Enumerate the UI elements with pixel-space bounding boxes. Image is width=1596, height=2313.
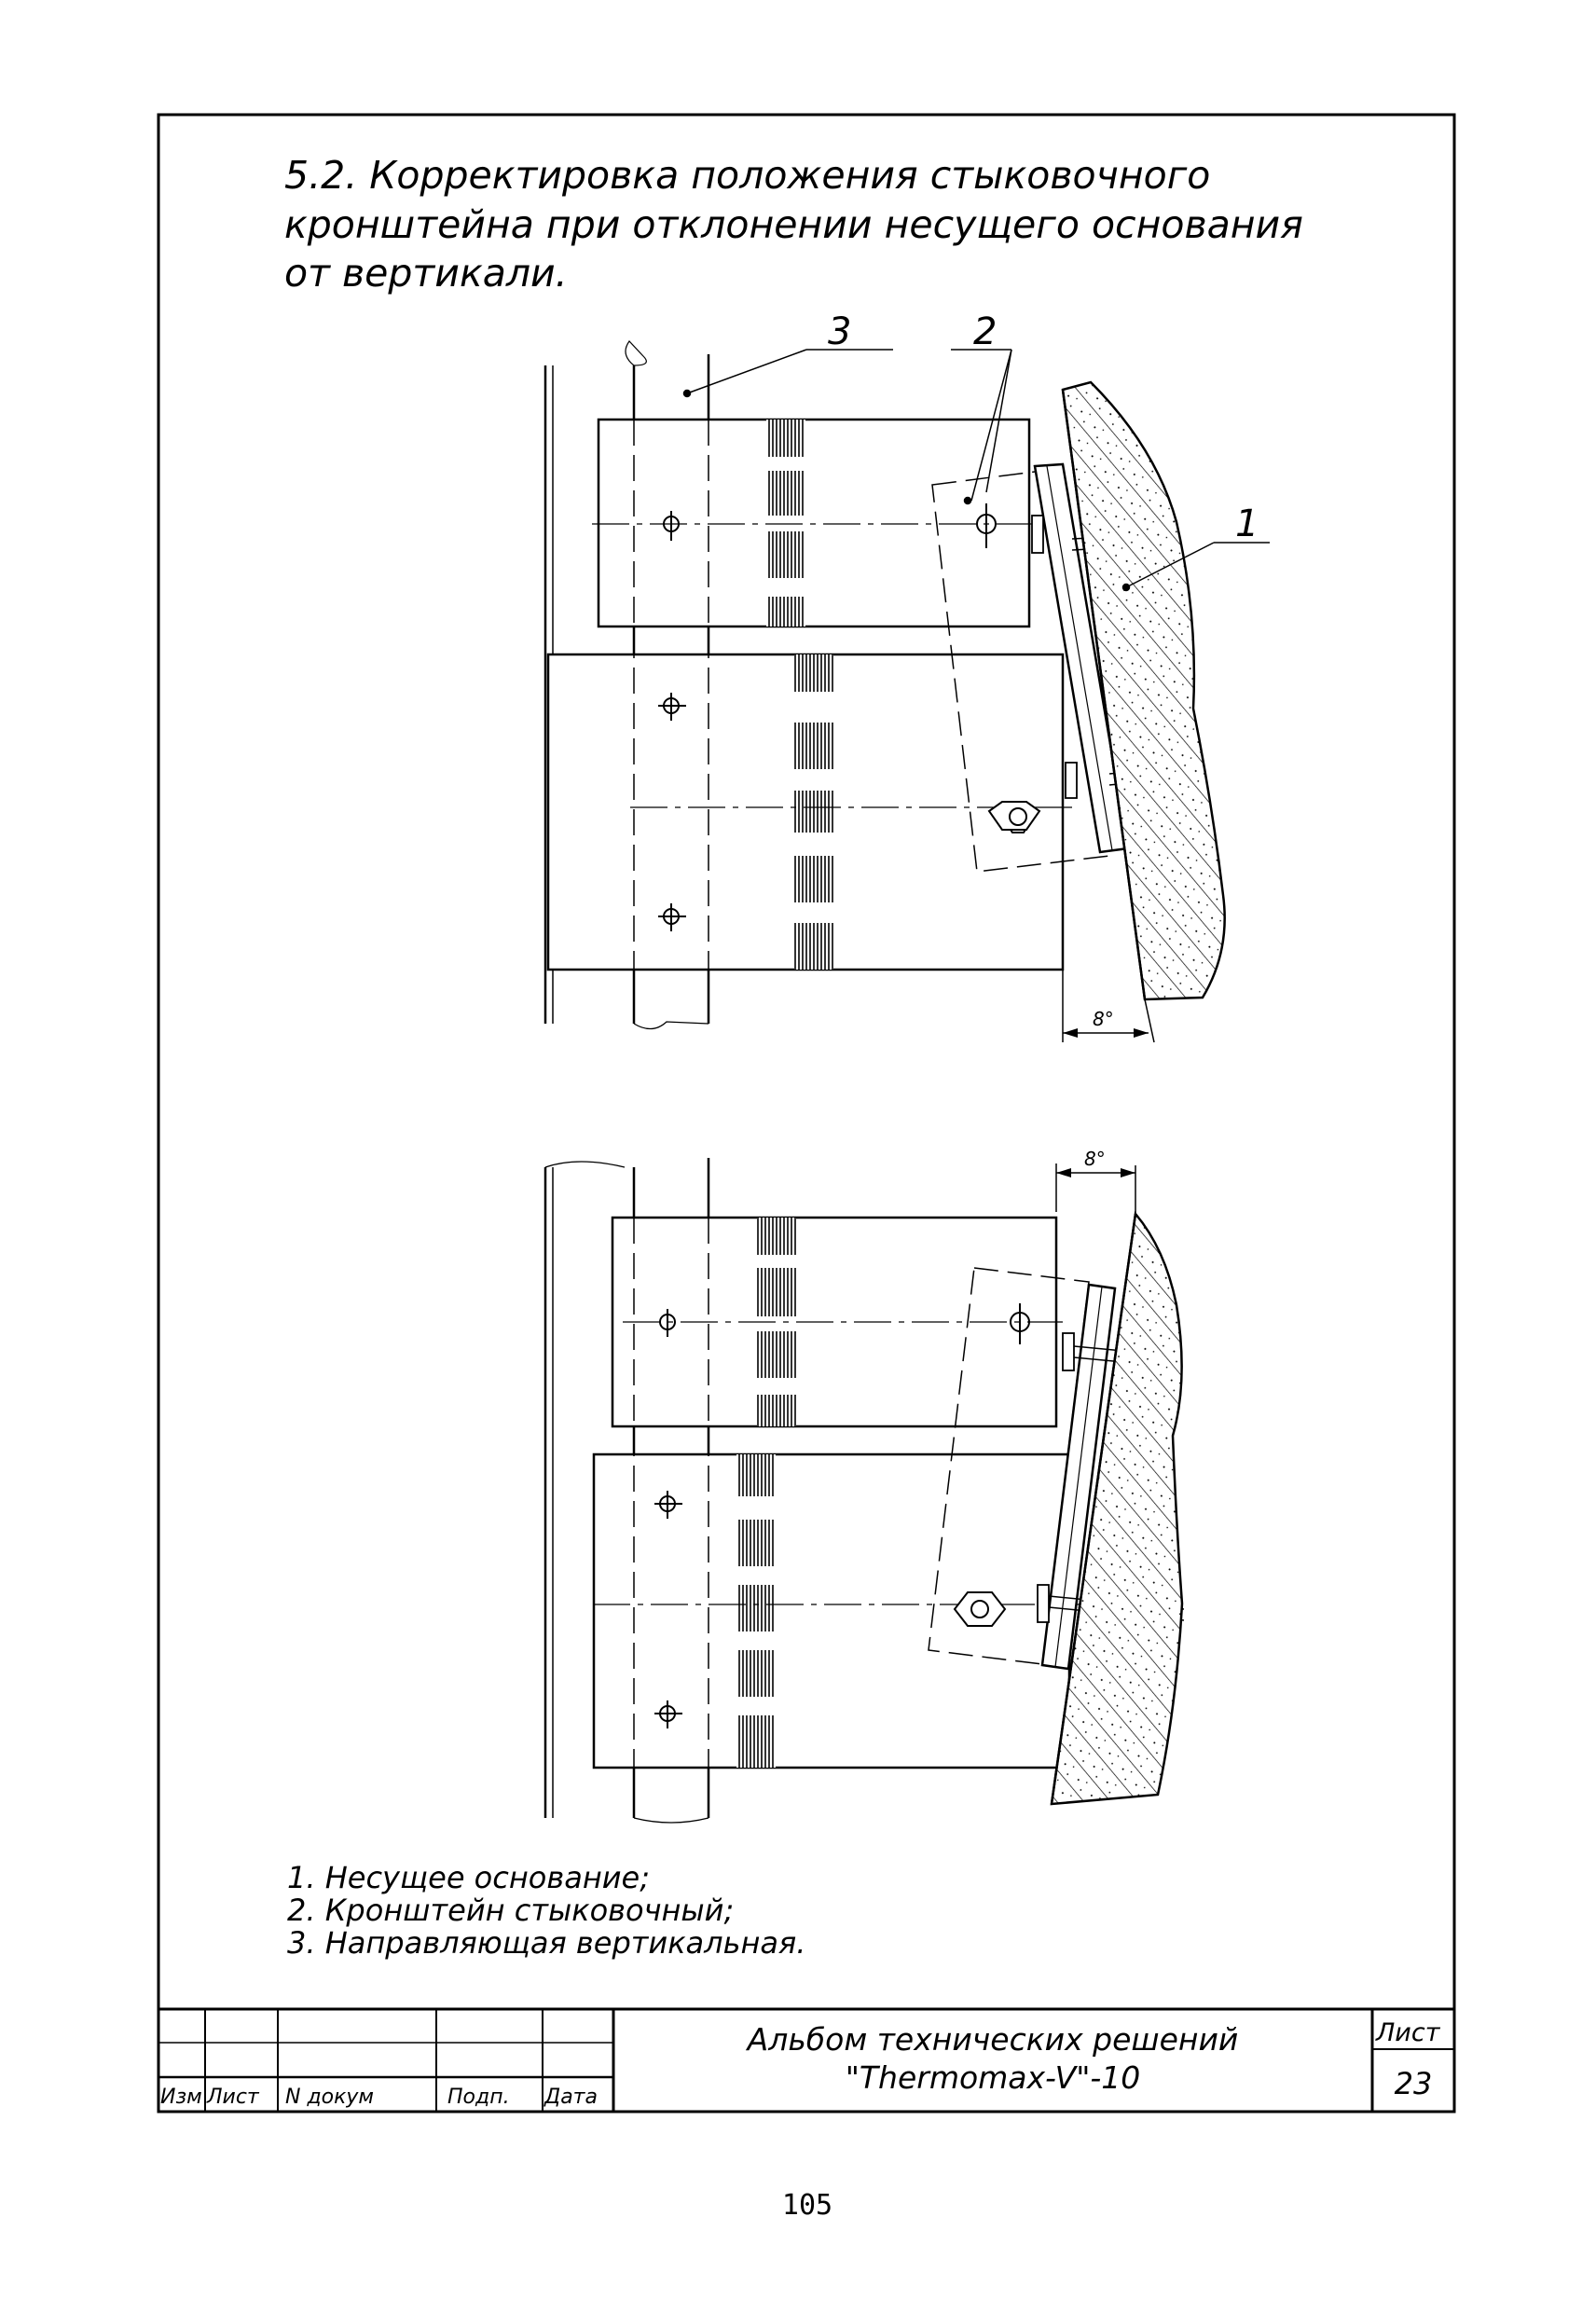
sheet-number: 23 xyxy=(1395,2066,1433,2101)
title-block-text: Изм Лист N докум Подп. Дата Альбом техни… xyxy=(160,2018,1441,2109)
album-title-line-2: "Thermomax-V"-10 xyxy=(846,2059,1141,2096)
title-line-1: 5.2. Корректировка положения стыковочног… xyxy=(284,153,1210,198)
bottom-bracket-outline xyxy=(928,1267,1090,1665)
legend: 1. Несущее основание; 2. Кронштейн стыко… xyxy=(287,1860,805,1961)
title-line-2: кронштейна при отклонении несущего основ… xyxy=(284,202,1303,247)
col-data: Дата xyxy=(543,2086,598,2109)
title-line-3: от вертикали. xyxy=(284,251,568,296)
page-number: 105 xyxy=(782,2189,832,2222)
legend-item-1: 1. Несущее основание; xyxy=(287,1860,650,1895)
callout-3: 3 xyxy=(828,310,851,353)
legend-item-3: 3. Направляющая вертикальная. xyxy=(287,1925,805,1961)
top-bracket-outline xyxy=(931,470,1110,873)
top-callout-leaders xyxy=(682,349,1270,592)
bottom-bolt-holes xyxy=(654,1303,1030,1728)
top-bolt-holes xyxy=(658,503,1041,931)
callout-1: 1 xyxy=(1235,503,1259,545)
title-block xyxy=(158,2007,1454,2112)
col-ndokum: N докум xyxy=(285,2086,374,2109)
top-bearing-wall xyxy=(1061,380,1226,1001)
bottom-angle-dimension: 8° xyxy=(1084,1148,1106,1170)
col-podp: Подп. xyxy=(447,2086,510,2109)
bottom-bearing-wall xyxy=(1050,1211,1184,1806)
section-title: 5.2. Корректировка положения стыковочног… xyxy=(284,153,1303,296)
album-title-line-1: Альбом технических решений xyxy=(746,2021,1239,2058)
callout-2: 2 xyxy=(973,310,997,353)
col-izm: Изм xyxy=(160,2086,202,2109)
sheet-label: Лист xyxy=(1375,2018,1441,2047)
legend-item-2: 2. Кронштейн стыковочный; xyxy=(287,1893,734,1928)
bottom-assembly xyxy=(543,1158,1185,1824)
top-angle-dimension: 8° xyxy=(1093,1008,1114,1030)
col-list: Лист xyxy=(206,2086,260,2109)
top-assembly xyxy=(543,340,1226,1043)
sheet-frame xyxy=(157,113,1456,2113)
